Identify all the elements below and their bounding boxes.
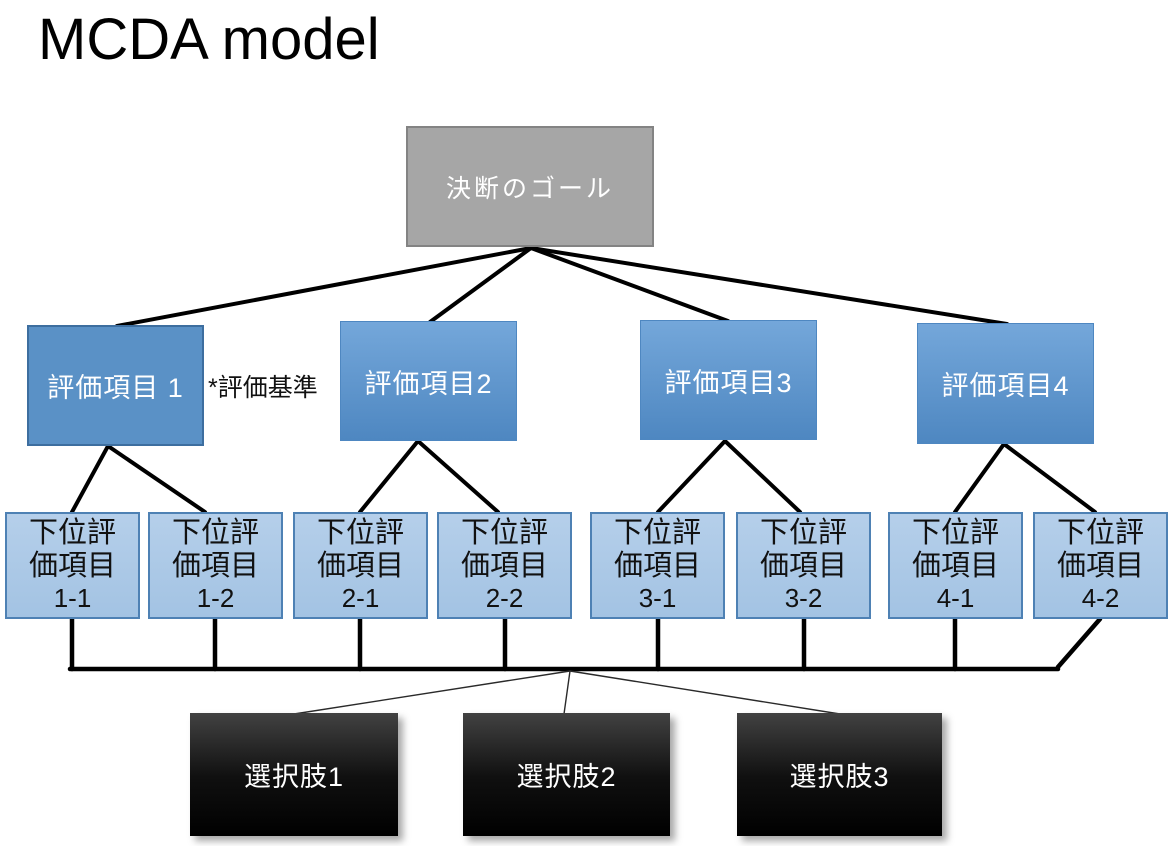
alternative-label: 選択肢2 [516,762,617,792]
alternative-box-1: 選択肢1 [190,713,398,836]
criterion-box-1: 評価項目 1 [27,325,204,446]
subcriterion-code: 3-2 [784,582,823,613]
subcriterion-box-4-2: 下位評価項目 4-2 [1033,512,1168,619]
subcriterion-code: 1-2 [196,582,235,613]
criterion-label: 評価項目 1 [47,373,184,403]
connector-criteria-to-subcriteria [70,438,1097,514]
criterion-box-4: 評価項目4 [917,323,1094,444]
goal-label: 決断のゴール [445,174,614,203]
alternative-label: 選択肢1 [243,762,345,792]
subcriterion-code: 3-1 [638,582,677,613]
subcriterion-box-1-2: 下位評価項目 1-2 [148,512,283,619]
criteria-note: *評価基準 [208,374,318,402]
criterion-label: 評価項目2 [364,368,493,399]
alternative-box-3: 選択肢3 [737,713,942,836]
subcriterion-code: 1-1 [53,582,92,613]
criterion-box-2: 評価項目2 [340,321,517,441]
criterion-label: 評価項目3 [664,367,793,398]
subcriterion-label: 下位評価項目 [911,517,999,582]
subcriterion-code: 4-2 [1081,582,1120,613]
subcriterion-code: 4-1 [936,582,975,613]
subcriterion-label: 下位評価項目 [316,517,404,582]
goal-box: 決断のゴール [406,126,654,247]
subcriterion-box-1-1: 下位評価項目 1-1 [5,512,140,619]
connector-goal-to-criteria [115,246,1009,328]
subcriterion-label: 下位評価項目 [613,517,701,582]
subcriterion-label: 下位評価項目 [759,517,847,582]
subcriterion-box-2-2: 下位評価項目 2-2 [437,512,572,619]
subcriterion-code: 2-1 [341,582,380,613]
subcriterion-box-3-1: 下位評価項目 3-1 [590,512,725,619]
subcriterion-box-4-1: 下位評価項目 4-1 [888,512,1023,619]
subcriterion-label: 下位評価項目 [1056,517,1144,582]
criterion-box-3: 評価項目3 [640,320,817,440]
subcriterion-label: 下位評価項目 [28,517,116,582]
subcriterion-label: 下位評価項目 [171,517,259,582]
alternative-label: 選択肢3 [789,762,890,792]
alternative-box-2: 選択肢2 [463,713,670,836]
subcriterion-box-2-1: 下位評価項目 2-1 [293,512,428,619]
connector-subcriteria-bus [67,614,1103,672]
connector-bus-to-alternatives [293,670,841,715]
subcriterion-box-3-2: 下位評価項目 3-2 [736,512,871,619]
page-title: MCDA model [38,7,380,72]
subcriterion-code: 2-2 [485,582,524,613]
criterion-label: 評価項目4 [941,371,1070,401]
subcriterion-label: 下位評価項目 [460,517,548,582]
